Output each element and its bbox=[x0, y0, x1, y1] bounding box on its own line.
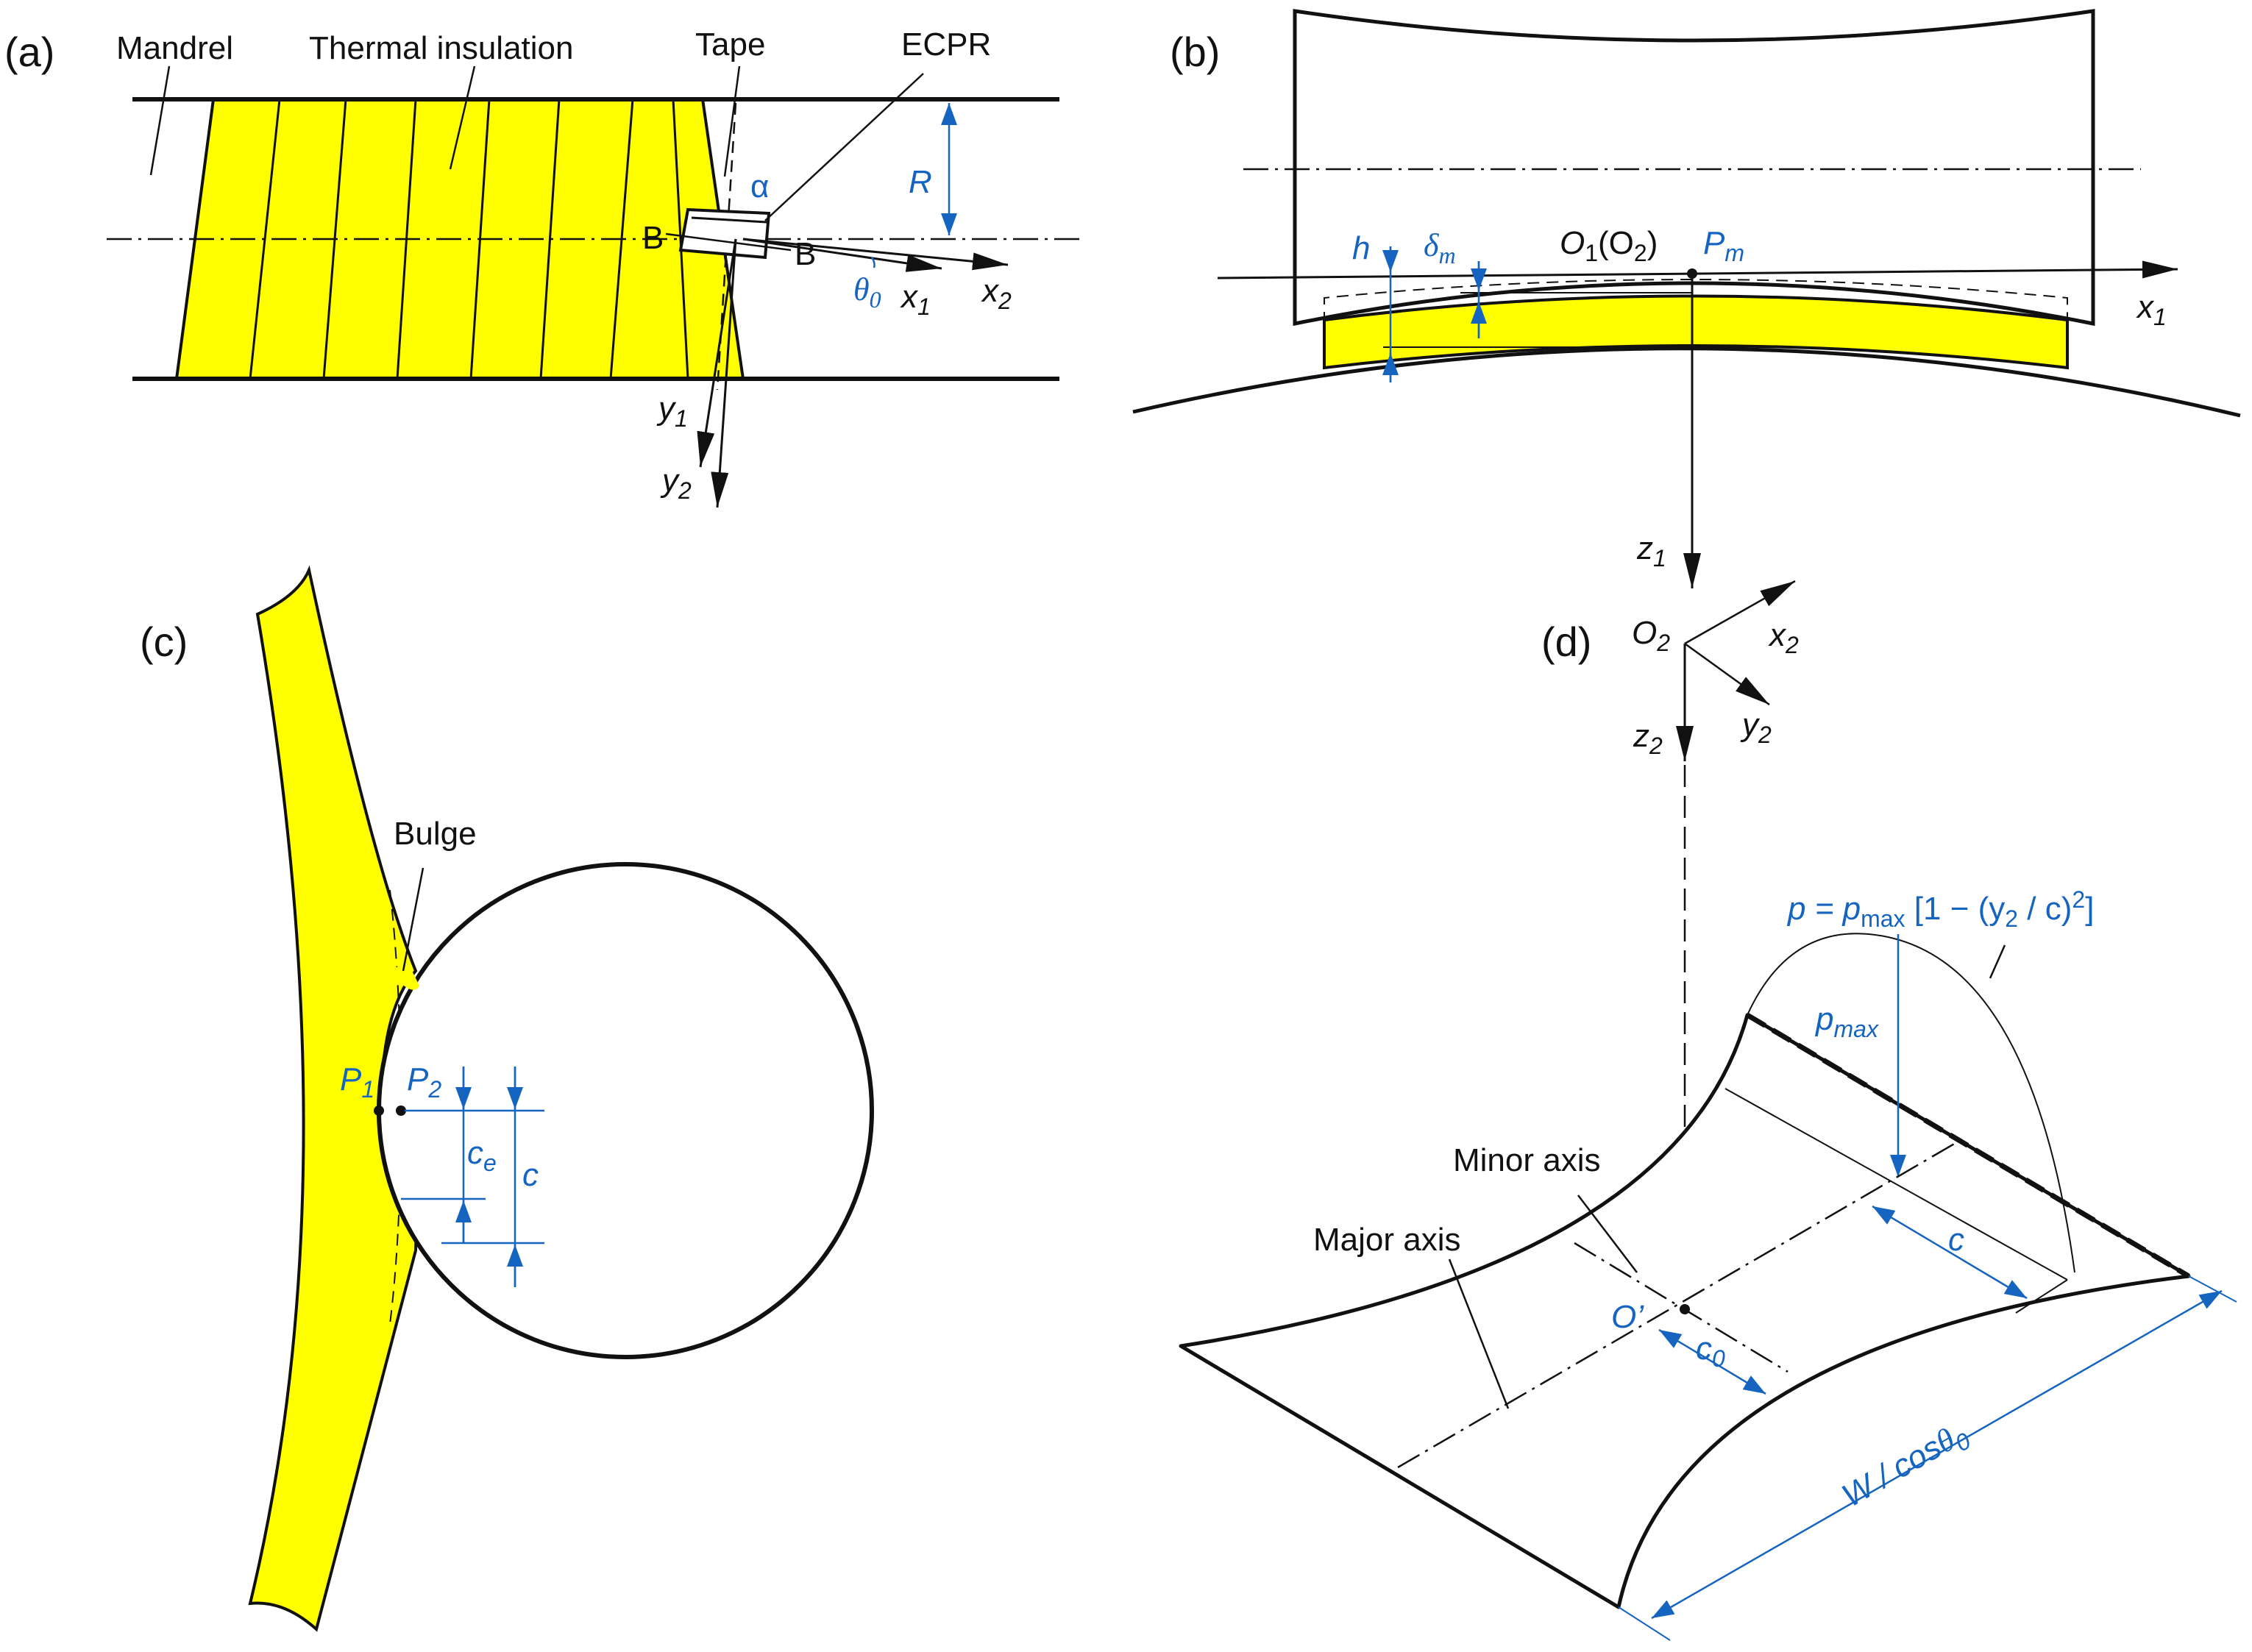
section-B-line bbox=[665, 232, 792, 252]
width-ext-left bbox=[1618, 1606, 1671, 1641]
Pm-label: Pm bbox=[1703, 225, 1744, 266]
x1-label: x1 bbox=[900, 279, 931, 320]
section-B-label-left: B bbox=[642, 220, 664, 256]
mandrel-surface bbox=[1132, 346, 2241, 418]
major-axis-leader bbox=[1448, 1258, 1510, 1409]
O-prime-label: O’ bbox=[1611, 1299, 1644, 1335]
P1-label: P1 bbox=[340, 1061, 374, 1103]
dimension-R-label: R bbox=[909, 164, 932, 200]
z1-label: z1 bbox=[1636, 530, 1666, 572]
ecpr-leader bbox=[764, 73, 924, 221]
mandrel-leader bbox=[149, 65, 171, 176]
panel-c-label: (c) bbox=[140, 619, 188, 665]
major-axis bbox=[1397, 1139, 1961, 1469]
major-axis-label: Major axis bbox=[1313, 1222, 1461, 1258]
panel-c: (c) Bulge P1 P2 ce c bbox=[140, 565, 874, 1632]
tape-label: Tape bbox=[695, 26, 765, 63]
panel-a-label: (a) bbox=[4, 29, 54, 75]
x2-label-d: x2 bbox=[1768, 617, 1799, 658]
insulation-leader bbox=[449, 65, 476, 170]
x1-label-b: x1 bbox=[2136, 289, 2167, 330]
x1-axis-b bbox=[1217, 260, 2178, 280]
ecpr-label: ECPR bbox=[901, 26, 991, 63]
patch-loaded-edge bbox=[1746, 1012, 2190, 1279]
section-B-label-right: B bbox=[795, 236, 816, 272]
insulation-layer-curved bbox=[248, 565, 418, 1632]
panel-a: (a) R bbox=[4, 26, 1081, 508]
panel-d: (d) O2 x2 y2 z2 p = pmax [1 − bbox=[1179, 580, 2237, 1641]
y2-axis bbox=[711, 238, 737, 508]
c-label: c bbox=[522, 1157, 539, 1193]
P2-label: P2 bbox=[407, 1061, 441, 1103]
y2-label-d: y2 bbox=[1740, 707, 1772, 748]
c-label-d: c bbox=[1948, 1222, 1964, 1258]
point-P1 bbox=[374, 1106, 384, 1116]
roller-body bbox=[1293, 9, 2095, 327]
pressure-leader bbox=[1989, 944, 2006, 979]
pmax-label: pmax bbox=[1814, 1001, 1879, 1042]
contact-point-Pm bbox=[1687, 268, 1697, 279]
delta-m-label: δm bbox=[1424, 227, 1456, 268]
z2-label-d: z2 bbox=[1633, 718, 1663, 759]
insulation-label: Thermal insulation bbox=[309, 30, 574, 66]
pressure-distribution bbox=[1747, 933, 2075, 1273]
O2-label: O2 bbox=[1632, 615, 1670, 656]
theta0-label: θ0 bbox=[853, 271, 881, 313]
x2-label: x2 bbox=[981, 273, 1012, 314]
bulge-leader bbox=[402, 867, 425, 972]
bulge-fill bbox=[383, 964, 419, 990]
undeformed-outline bbox=[1324, 279, 2068, 324]
alpha-label: α bbox=[750, 168, 769, 204]
pressure-formula: p = pmax [1 − (y2 / c)2] bbox=[1786, 886, 2094, 932]
width-dimension bbox=[1651, 1289, 2223, 1620]
x1-axis bbox=[742, 238, 942, 272]
x2-axis-d bbox=[1684, 580, 1796, 645]
mandrel-label: Mandrel bbox=[116, 30, 233, 66]
c0-label: c0 bbox=[1696, 1331, 1725, 1372]
y2-axis-d bbox=[1684, 642, 1770, 706]
h-label: h bbox=[1352, 230, 1370, 266]
patch-center-O-prime bbox=[1680, 1304, 1690, 1314]
panel-d-label: (d) bbox=[1541, 619, 1591, 665]
ce-label: ce bbox=[467, 1135, 497, 1176]
y1-label: y1 bbox=[656, 391, 688, 432]
y2-label: y2 bbox=[660, 463, 692, 504]
bulge-label: Bulge bbox=[394, 816, 477, 852]
width-ext-right bbox=[2188, 1275, 2237, 1303]
y1-axis bbox=[697, 238, 737, 468]
ecpr-roller-edge bbox=[691, 216, 767, 224]
panel-b-label: (b) bbox=[1170, 29, 1220, 75]
width-label: W / cosθ0 bbox=[1836, 1414, 1975, 1519]
theta0-arc bbox=[870, 257, 875, 268]
minor-axis-label: Minor axis bbox=[1453, 1142, 1601, 1178]
x2-axis bbox=[742, 238, 1009, 271]
panel-b: (b) h δm O1(O2) Pm x1 z1 bbox=[1132, 9, 2241, 588]
point-P2 bbox=[396, 1106, 406, 1116]
insulation-layer-section bbox=[1323, 294, 2069, 370]
c-dimension bbox=[1872, 1205, 2028, 1300]
minor-axis-leader bbox=[1577, 1195, 1638, 1273]
tape-leader bbox=[723, 65, 741, 177]
origin-O1-O2-label: O1(O2) bbox=[1560, 225, 1658, 266]
